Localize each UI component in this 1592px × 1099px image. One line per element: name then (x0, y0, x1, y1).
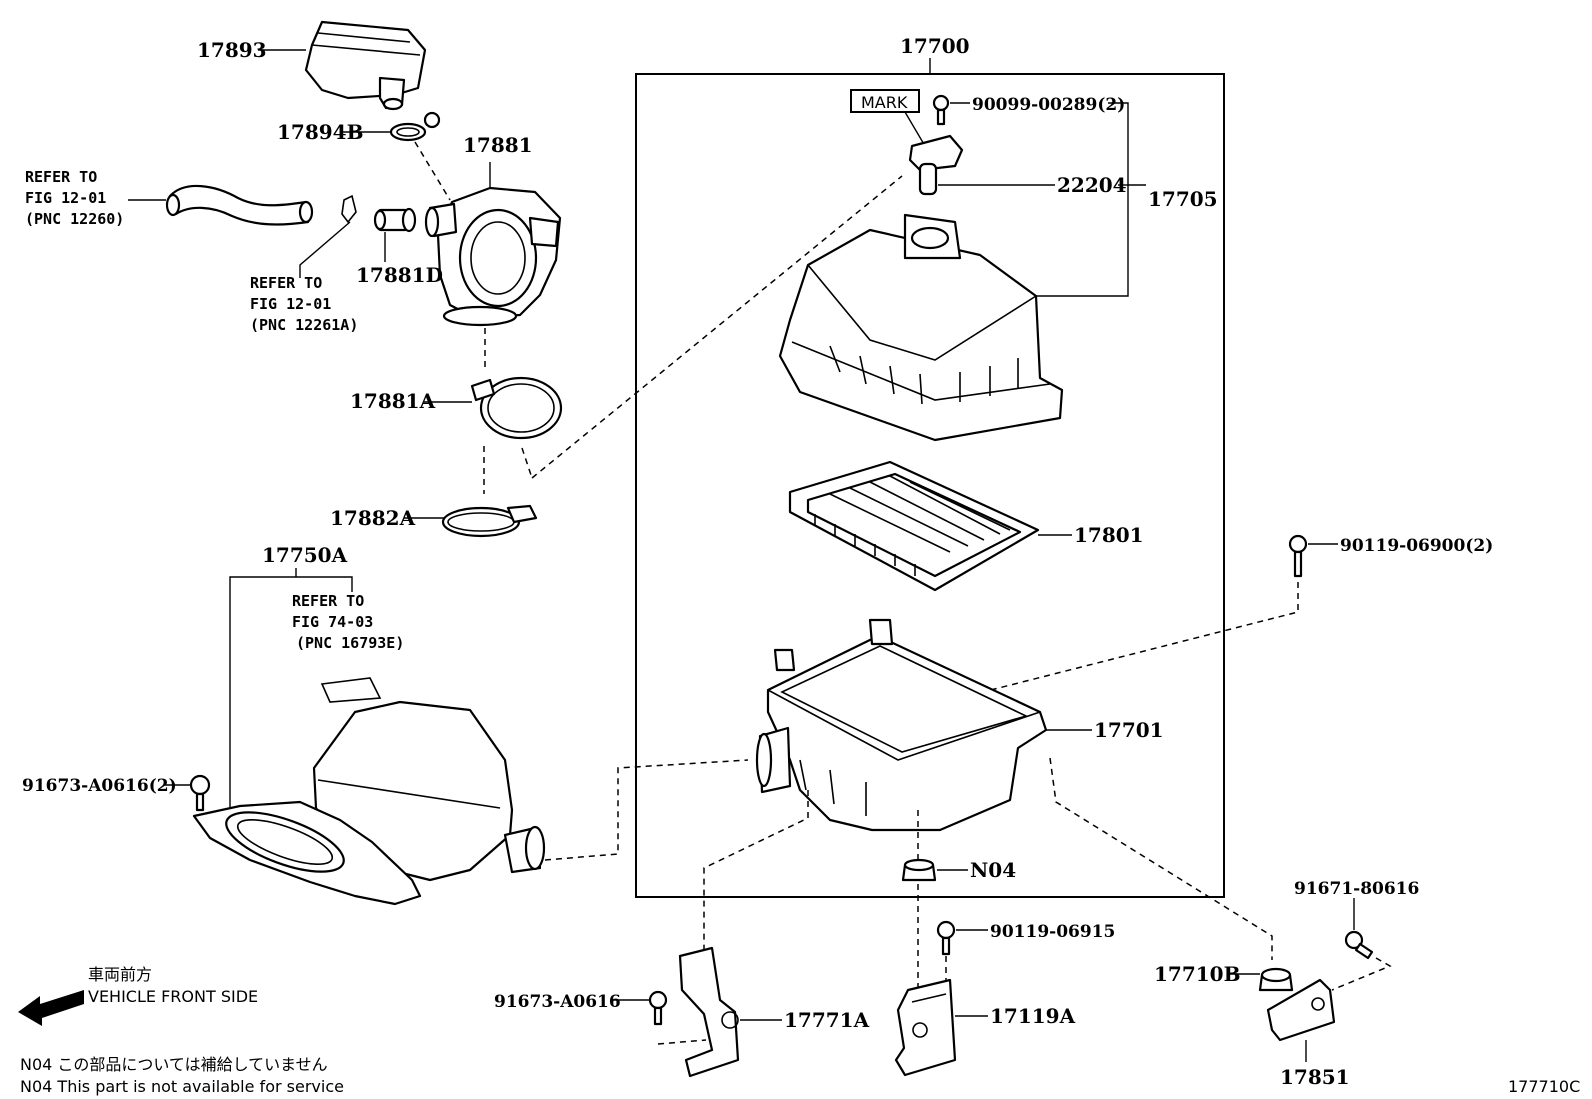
label-91671-80616[interactable]: 91671-80616 (1294, 879, 1419, 899)
part-17750A-inlet[interactable] (192, 700, 546, 906)
mark-text: MARK (861, 93, 908, 112)
refer-12261A-line2: FIG 12-01 (250, 295, 331, 313)
part-17893-resonator[interactable] (304, 20, 427, 111)
note-n04-jp: N04 この部品については補給していません (20, 1055, 328, 1074)
refer-12261A-line1: REFER TO (250, 274, 322, 292)
part-17119A-bracket[interactable] (894, 978, 957, 1077)
label-17701[interactable]: 17701 (1094, 718, 1164, 742)
label-17893[interactable]: 17893 (197, 38, 267, 62)
part-breather-hose (165, 184, 314, 226)
label-22204[interactable]: 22204 (1057, 173, 1127, 197)
label-17851[interactable]: 17851 (1280, 1065, 1350, 1089)
label-17882A[interactable]: 17882A (330, 506, 416, 530)
part-hose-clip (341, 194, 357, 224)
refer-12260-line2: FIG 12-01 (25, 189, 106, 207)
part-17881D-fitting[interactable] (373, 207, 417, 233)
refer-16793E-line1: REFER TO (292, 592, 364, 610)
part-17701-air-cleaner-case[interactable] (755, 618, 1048, 832)
label-17750A[interactable]: 17750A (262, 543, 348, 567)
vehicle-front-jp: 車両前方 (88, 965, 152, 984)
mark-box (850, 89, 920, 113)
part-17882A-clamp[interactable] (441, 504, 538, 538)
part-17710B-grommet[interactable] (1258, 967, 1294, 992)
part-17894B-clamp[interactable] (389, 111, 441, 142)
label-17771A[interactable]: 17771A (784, 1008, 870, 1032)
refer-12260-line1: REFER TO (25, 168, 97, 186)
refer-16793E-line2: FIG 74-03 (292, 613, 373, 631)
part-90099-00289-screw[interactable] (932, 94, 950, 126)
label-90119-06900[interactable]: 90119-06900(2) (1340, 536, 1493, 556)
label-90099-00289[interactable]: 90099-00289(2) (972, 95, 1125, 115)
vehicle-front-arrow (18, 990, 84, 1026)
note-n04-en: N04 This part is not available for servi… (20, 1077, 344, 1096)
part-90119-06900-bolt[interactable] (1288, 534, 1308, 578)
part-90119-06915-bolt[interactable] (936, 920, 956, 956)
refer-12261A-line3[interactable]: (PNC 12261A) (250, 316, 358, 334)
label-91673-A0616-2[interactable]: 91673-A0616(2) (22, 776, 177, 796)
figure-id: 177710C (1508, 1077, 1580, 1096)
part-17851-bracket[interactable] (1266, 978, 1336, 1042)
vehicle-front-en: VEHICLE FRONT SIDE (88, 987, 258, 1006)
label-17710B[interactable]: 17710B (1154, 962, 1240, 986)
label-17801[interactable]: 17801 (1074, 523, 1144, 547)
part-17881A-clamp[interactable] (470, 376, 563, 440)
label-17881D[interactable]: 17881D (356, 263, 443, 287)
part-16793E-label-sticker (320, 677, 382, 703)
refer-16793E-line3[interactable]: (PNC 16793E) (296, 634, 404, 652)
label-17881[interactable]: 17881 (463, 133, 533, 157)
label-91673-A0616[interactable]: 91673-A0616 (494, 992, 621, 1012)
label-17700[interactable]: 17700 (900, 34, 970, 58)
part-22204-mass-air-flow-meter[interactable] (908, 134, 964, 196)
part-17801-air-filter-element[interactable] (788, 460, 1040, 592)
part-air-cleaner-cap[interactable] (778, 213, 1064, 442)
part-91671-80616-bolt[interactable] (1344, 930, 1374, 960)
refer-12260-line3[interactable]: (PNC 12260) (25, 210, 124, 228)
label-17894B[interactable]: 17894B (277, 120, 363, 144)
part-17881-air-duct[interactable] (424, 186, 562, 327)
label-17705[interactable]: 17705 (1148, 187, 1218, 211)
part-91673-A0616-2-bolt[interactable] (189, 774, 211, 812)
label-17119A[interactable]: 17119A (990, 1004, 1076, 1028)
part-91673-A0616-bolt[interactable] (648, 990, 668, 1026)
label-17881A[interactable]: 17881A (350, 389, 436, 413)
label-N04[interactable]: N04 (970, 858, 1016, 882)
label-90119-06915[interactable]: 90119-06915 (990, 922, 1115, 942)
part-17771A-bracket[interactable] (678, 946, 740, 1078)
part-N04-grommet[interactable] (901, 858, 937, 882)
